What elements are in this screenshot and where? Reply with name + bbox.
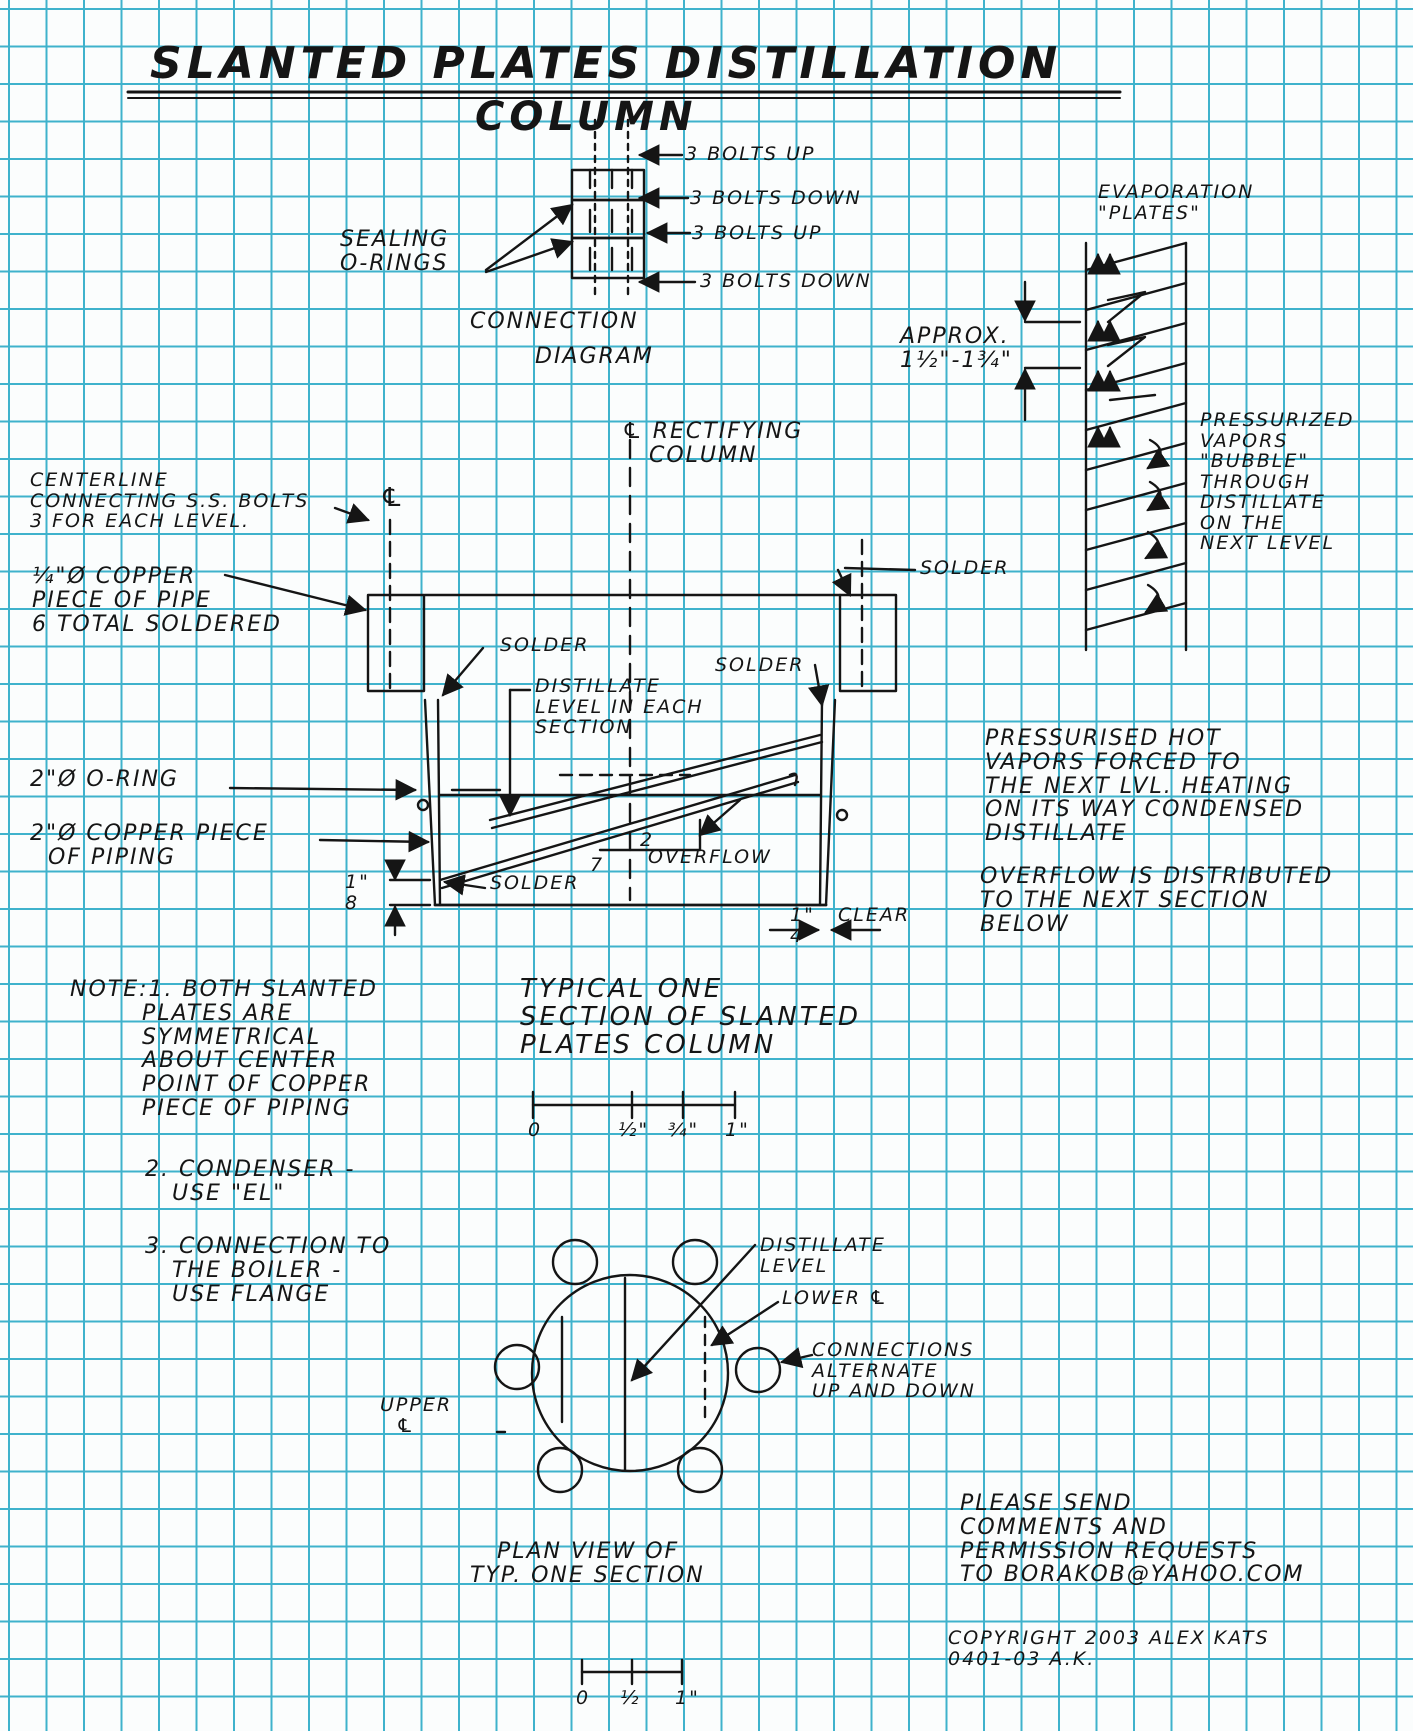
plan-upper-plate-label: UPPER ℄	[380, 1394, 453, 1437]
scale1-tick-half: ½"	[618, 1119, 650, 1141]
centerline-bolts-label: CENTERLINE CONNECTING S.S. BOLTS 3 FOR E…	[30, 469, 310, 533]
scale2-tick-half: ½	[620, 1687, 641, 1709]
bolt-label-2: 3 BOLTS DOWN	[690, 187, 862, 209]
plan-view-figure	[493, 1238, 814, 1494]
note-3: 3. CONNECTION TO THE BOILER - USE FLANGE	[145, 1234, 392, 1307]
rectifying-column-label: ℄ RECTIFYING COLUMN	[622, 419, 804, 468]
scale2-tick-1: 1"	[675, 1687, 700, 1709]
connection-caption-diagram: DIAGRAM	[535, 344, 654, 369]
note-2: 2. CONDENSER - USE "EL"	[145, 1157, 356, 1206]
overflow-label: OVERFLOW	[648, 846, 772, 868]
plan-connections-label: CONNECTIONS ALTERNATE UP AND DOWN	[812, 1339, 976, 1403]
bottom-gap-dim: 1" 8	[345, 871, 370, 914]
overflow-distribution-note: OVERFLOW IS DISTRIBUTED TO THE NEXT SECT…	[980, 864, 1334, 937]
scale-bar-2	[580, 1658, 684, 1686]
solder-label-top-right: SOLDER	[920, 557, 1010, 579]
plate-spacing-label: APPROX. 1½"-1¾"	[900, 324, 1013, 373]
diagram-title: SLANTED PLATES DISTILLATION	[150, 38, 1063, 89]
scale1-tick-0: 0	[528, 1119, 543, 1141]
plan-distillate-level-label: DISTILLATE LEVEL	[760, 1234, 886, 1277]
solder-label-right: SOLDER	[715, 654, 805, 676]
evaporation-plates-figure	[1014, 241, 1188, 652]
overflow-dim-7: 7	[590, 854, 605, 876]
plan-lower-plate-label: LOWER ℄	[782, 1287, 889, 1309]
diagram-title-column: COLUMN	[475, 94, 698, 140]
scale1-tick-three-quarter: ¾"	[668, 1119, 700, 1141]
distillate-level-label: DISTILLATE LEVEL IN EACH SECTION	[535, 675, 704, 739]
contact-request: PLEASE SEND COMMENTS AND PERMISSION REQU…	[960, 1491, 1305, 1588]
overflow-dim-2: 2	[640, 829, 655, 851]
bolt-label-4: 3 BOLTS DOWN	[700, 270, 872, 292]
bolt-label-1: 3 BOLTS UP	[685, 143, 816, 165]
copper-piece-label: 2"Ø COPPER PIECE OF PIPING	[30, 821, 269, 870]
bubbling-vapors-label: PRESSURIZED VAPORS "BUBBLE" THROUGH DIST…	[1200, 409, 1355, 555]
clear-gap-dim: 1" 4	[790, 904, 815, 947]
clear-label: CLEAR	[838, 904, 911, 926]
note-1: NOTE:1. BOTH SLANTED PLATES ARE SYMMETRI…	[70, 977, 378, 1121]
plan-view-caption: PLAN VIEW OF TYP. ONE SECTION	[470, 1539, 705, 1588]
connection-diagram-figure	[484, 118, 697, 302]
hot-vapors-note: PRESSURISED HOT VAPORS FORCED TO THE NEX…	[985, 726, 1305, 846]
solder-label-left: SOLDER	[500, 634, 590, 656]
bolt-label-3: 3 BOLTS UP	[692, 222, 823, 244]
scale2-tick-0: 0	[576, 1687, 591, 1709]
centerline-symbol: ℄	[380, 483, 407, 513]
scale-bar-1	[531, 1090, 737, 1120]
evaporation-plates-label: EVAPORATION "PLATES"	[1098, 181, 1255, 224]
o-ring-label: 2"Ø O-RING	[30, 767, 179, 792]
connection-caption: CONNECTION	[470, 309, 639, 334]
title-underline	[126, 90, 1122, 99]
copper-pipe-label: ¼"Ø COPPER PIECE OF PIPE 6 TOTAL SOLDERE…	[32, 564, 282, 637]
solder-label-bottom: SOLDER	[490, 872, 580, 894]
scale1-tick-1: 1"	[725, 1119, 750, 1141]
copyright: COPYRIGHT 2003 ALEX KATS 0401-03 A.K.	[948, 1627, 1270, 1670]
typical-section-caption: TYPICAL ONE SECTION OF SLANTED PLATES CO…	[520, 974, 862, 1061]
section-figure	[223, 438, 917, 941]
sealing-o-rings-label: SEALING O-RINGS	[340, 227, 450, 276]
